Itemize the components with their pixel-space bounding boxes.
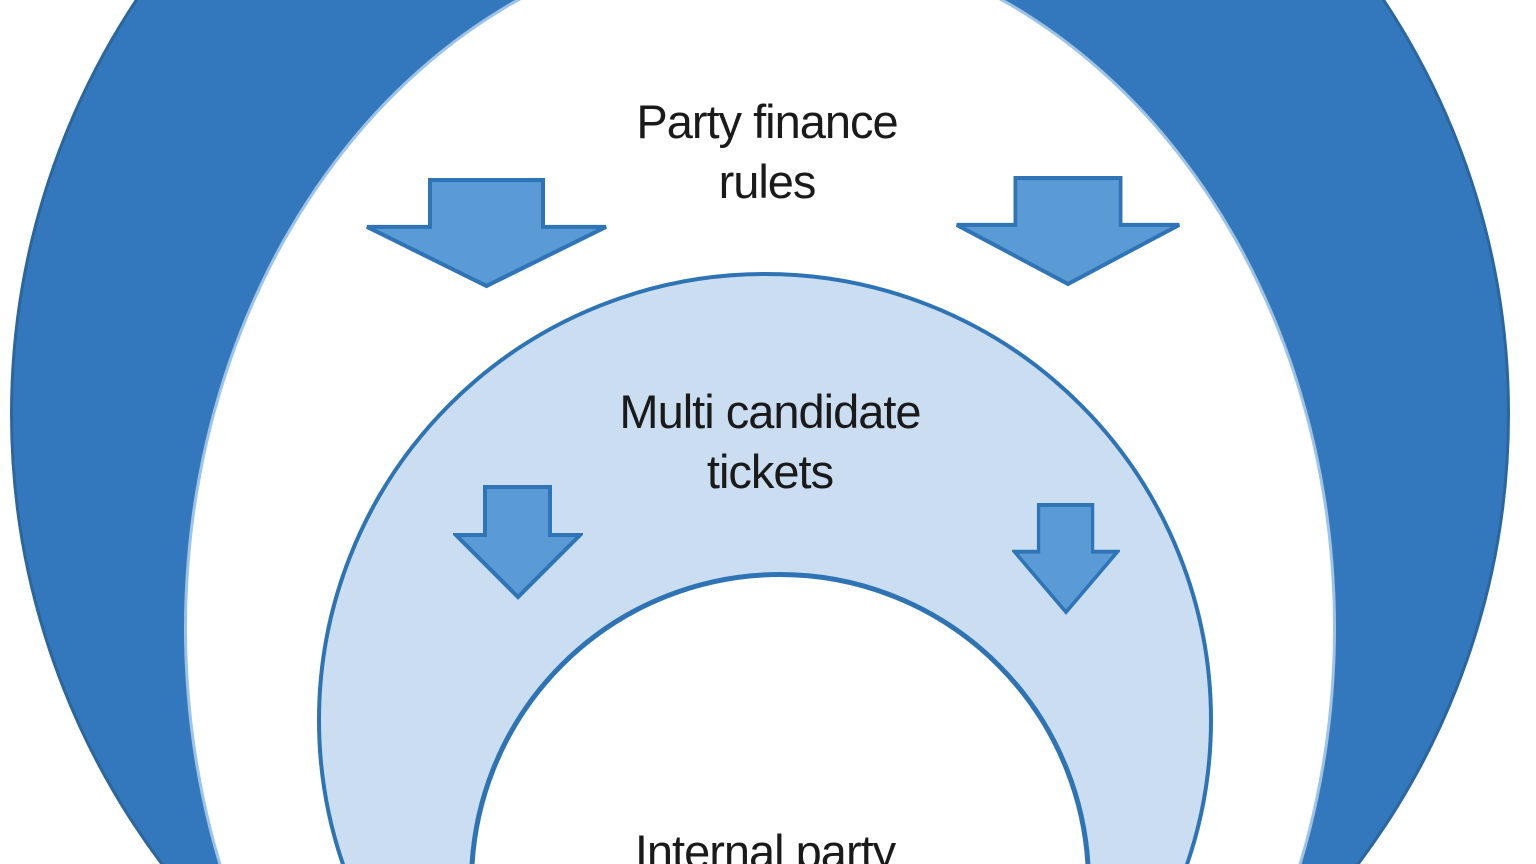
multi-candidate-label: Multi candidate tickets (619, 385, 921, 498)
internal-party-label: Internal party (634, 825, 896, 864)
party-finance-label: Party finance rules (636, 95, 898, 208)
down-arrow-icon (363, 178, 610, 290)
down-arrow-icon (953, 176, 1183, 288)
down-arrow-icon (453, 485, 583, 600)
down-arrow-icon (1012, 503, 1120, 615)
